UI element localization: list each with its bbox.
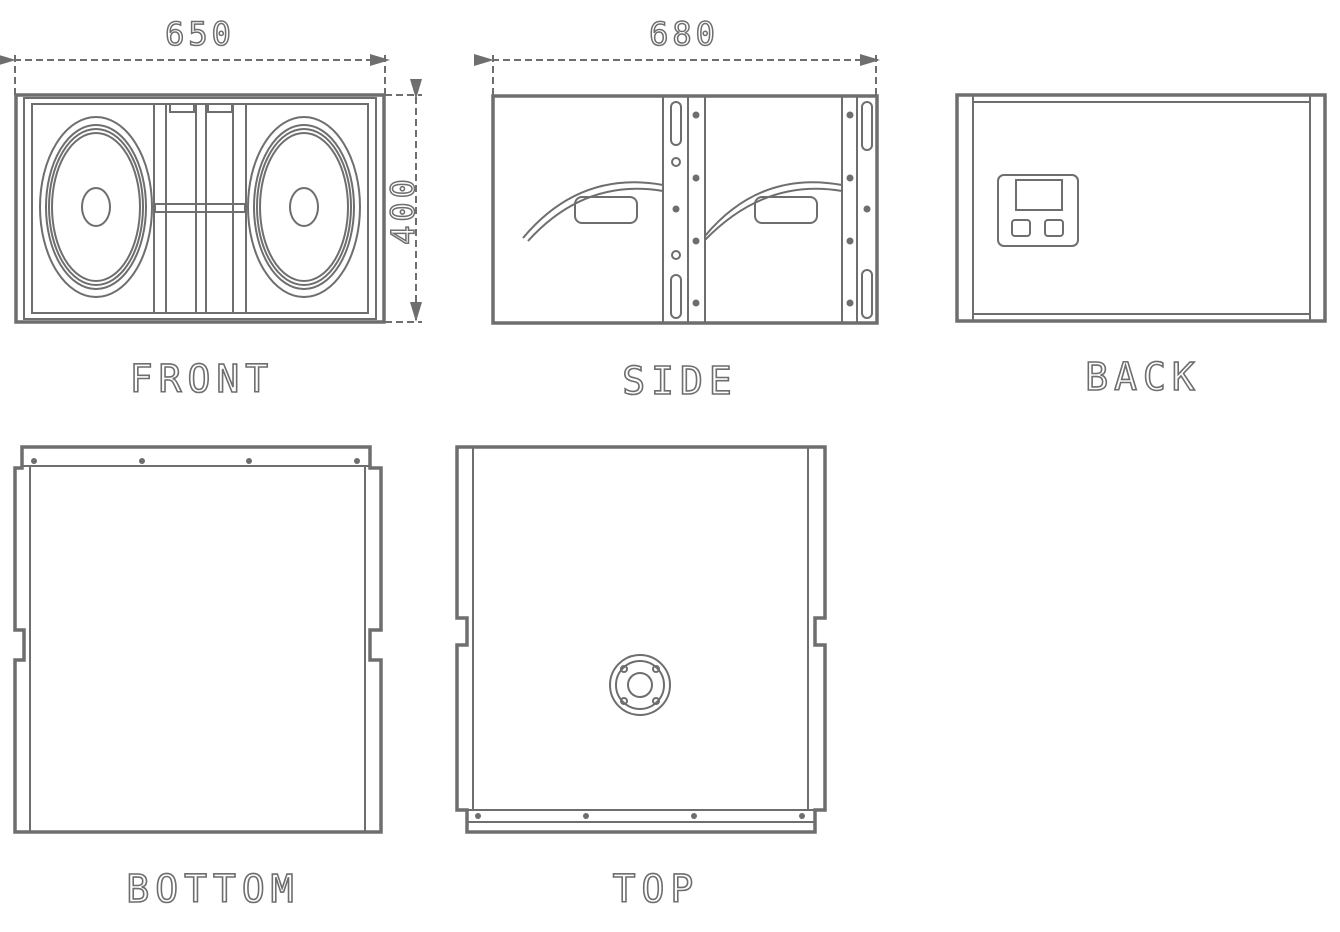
connector-left bbox=[1011, 219, 1031, 237]
front-label: FRONT bbox=[130, 357, 274, 401]
width-dimension-label: 650 bbox=[165, 15, 235, 53]
bottom-view: BOTTOM bbox=[13, 445, 383, 912]
back-view: BACK bbox=[955, 93, 1327, 400]
front-view: 650 400 FRONT bbox=[0, 14, 423, 402]
connector-right bbox=[1044, 219, 1064, 237]
back-label: BACK bbox=[1085, 355, 1201, 399]
height-dimension-label: 400 bbox=[384, 175, 422, 245]
amplifier-panel bbox=[997, 174, 1079, 247]
top-label: TOP bbox=[613, 867, 700, 911]
woofer-left bbox=[39, 116, 153, 298]
top-view: TOP bbox=[455, 445, 827, 912]
pole-mount-socket bbox=[609, 654, 671, 716]
depth-dimension-label: 680 bbox=[649, 15, 719, 53]
side-view: 680 SIDE bbox=[474, 14, 880, 404]
side-label: SIDE bbox=[622, 359, 738, 403]
woofer-right bbox=[247, 116, 361, 298]
handle-right bbox=[754, 196, 818, 224]
bottom-label: BOTTOM bbox=[126, 867, 299, 911]
handle-left bbox=[574, 196, 638, 224]
